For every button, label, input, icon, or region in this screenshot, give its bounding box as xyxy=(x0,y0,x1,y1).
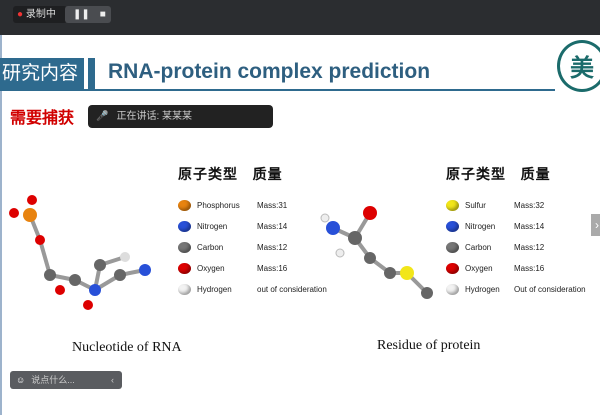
protein-residue-molecule-image xyxy=(320,206,433,299)
university-logo: 美 xyxy=(557,40,600,92)
record-icon: ● xyxy=(17,9,24,20)
legend-row: Carbon Mass:12 xyxy=(178,240,327,254)
collapse-chevron-icon[interactable]: ‹ xyxy=(111,375,114,385)
title-rule xyxy=(0,89,555,91)
atom-mass: Mass:32 xyxy=(514,200,545,210)
atom-ball-icon xyxy=(446,220,459,232)
pause-icon[interactable]: ❚❚ xyxy=(73,9,90,20)
atom-mass: out of consideration xyxy=(257,284,327,294)
atom-mass: Mass:16 xyxy=(257,263,288,273)
atom-name: Hydrogen xyxy=(465,284,500,294)
stop-icon[interactable]: ■ xyxy=(99,9,106,20)
nucleotide-molecule-image xyxy=(9,195,151,310)
atom-ball-icon xyxy=(446,262,459,274)
legend-row: Sulfur Mass:32 xyxy=(446,198,586,212)
atom-ball-icon xyxy=(178,241,191,253)
atom-ball-icon xyxy=(446,241,459,253)
legend-row: Nitrogen Mass:14 xyxy=(446,219,586,233)
atom-ball-icon xyxy=(178,262,191,274)
atom-name: Carbon xyxy=(197,242,224,252)
legend-row: Oxygen Mass:16 xyxy=(446,261,586,275)
atom-name: Phosphorus xyxy=(197,200,240,210)
atom-name: Oxygen xyxy=(465,263,493,273)
legend-row: Carbon Mass:12 xyxy=(446,240,586,254)
slide-title: RNA-protein complex prediction xyxy=(108,60,431,83)
atom-mass: Mass:14 xyxy=(514,221,545,231)
slide-subtitle: 需要捕获 xyxy=(10,110,75,127)
caption-residue: Residue of protein xyxy=(377,338,481,353)
atom-ball-icon xyxy=(446,283,459,295)
atom-mass: Mass:31 xyxy=(257,200,288,210)
caption-nucleotide: Nucleotide of RNA xyxy=(72,340,182,355)
atom-ball-icon xyxy=(178,220,191,232)
atom-mass: Mass:12 xyxy=(514,242,545,252)
atom-mass: Out of consideration xyxy=(514,284,586,294)
atom-ball-icon xyxy=(446,199,459,211)
legend-row: Oxygen Mass:16 xyxy=(178,261,327,275)
atom-name: Hydrogen xyxy=(197,284,232,294)
atom-name: Sulfur xyxy=(465,200,486,210)
chat-input[interactable]: 说点什么... xyxy=(31,375,75,385)
speaker-text: 正在讲话: 某某某 xyxy=(116,111,193,122)
legend-header: 原子类型 质量 xyxy=(446,166,551,182)
recording-label: 录制中 xyxy=(25,9,56,20)
shared-slide xyxy=(0,35,600,415)
legend-row: Hydrogen out of consideration xyxy=(178,282,327,296)
atom-name: Nitrogen xyxy=(197,221,228,231)
next-slide-button[interactable]: › xyxy=(591,214,600,236)
atom-name: Nitrogen xyxy=(465,221,496,231)
legend-row: Hydrogen Out of consideration xyxy=(446,282,586,296)
recording-indicator[interactable]: ● 录制中 xyxy=(13,6,67,23)
atom-ball-icon xyxy=(178,199,191,211)
recording-controls: ❚❚ ■ xyxy=(65,6,111,23)
atom-mass: Mass:12 xyxy=(257,242,288,252)
section-divider xyxy=(88,58,95,89)
legend-row: Phosphorus Mass:31 xyxy=(178,198,327,212)
speaker-indicator: 🎤 正在讲话: 某某某 xyxy=(88,105,273,128)
emoji-icon[interactable]: ☺ xyxy=(16,375,26,385)
atom-mass: Mass:16 xyxy=(514,263,545,273)
legend-header: 原子类型 质量 xyxy=(178,166,283,182)
section-label: 研究内容 xyxy=(0,58,84,89)
atom-mass: Mass:14 xyxy=(257,221,288,231)
atom-name: Oxygen xyxy=(197,263,225,273)
legend-row: Nitrogen Mass:14 xyxy=(178,219,327,233)
atom-name: Carbon xyxy=(465,242,492,252)
mic-muted-icon: 🎤 xyxy=(96,111,109,122)
atom-ball-icon xyxy=(178,283,191,295)
chat-input-bar[interactable]: ☺ 说点什么... ‹ xyxy=(10,371,122,389)
